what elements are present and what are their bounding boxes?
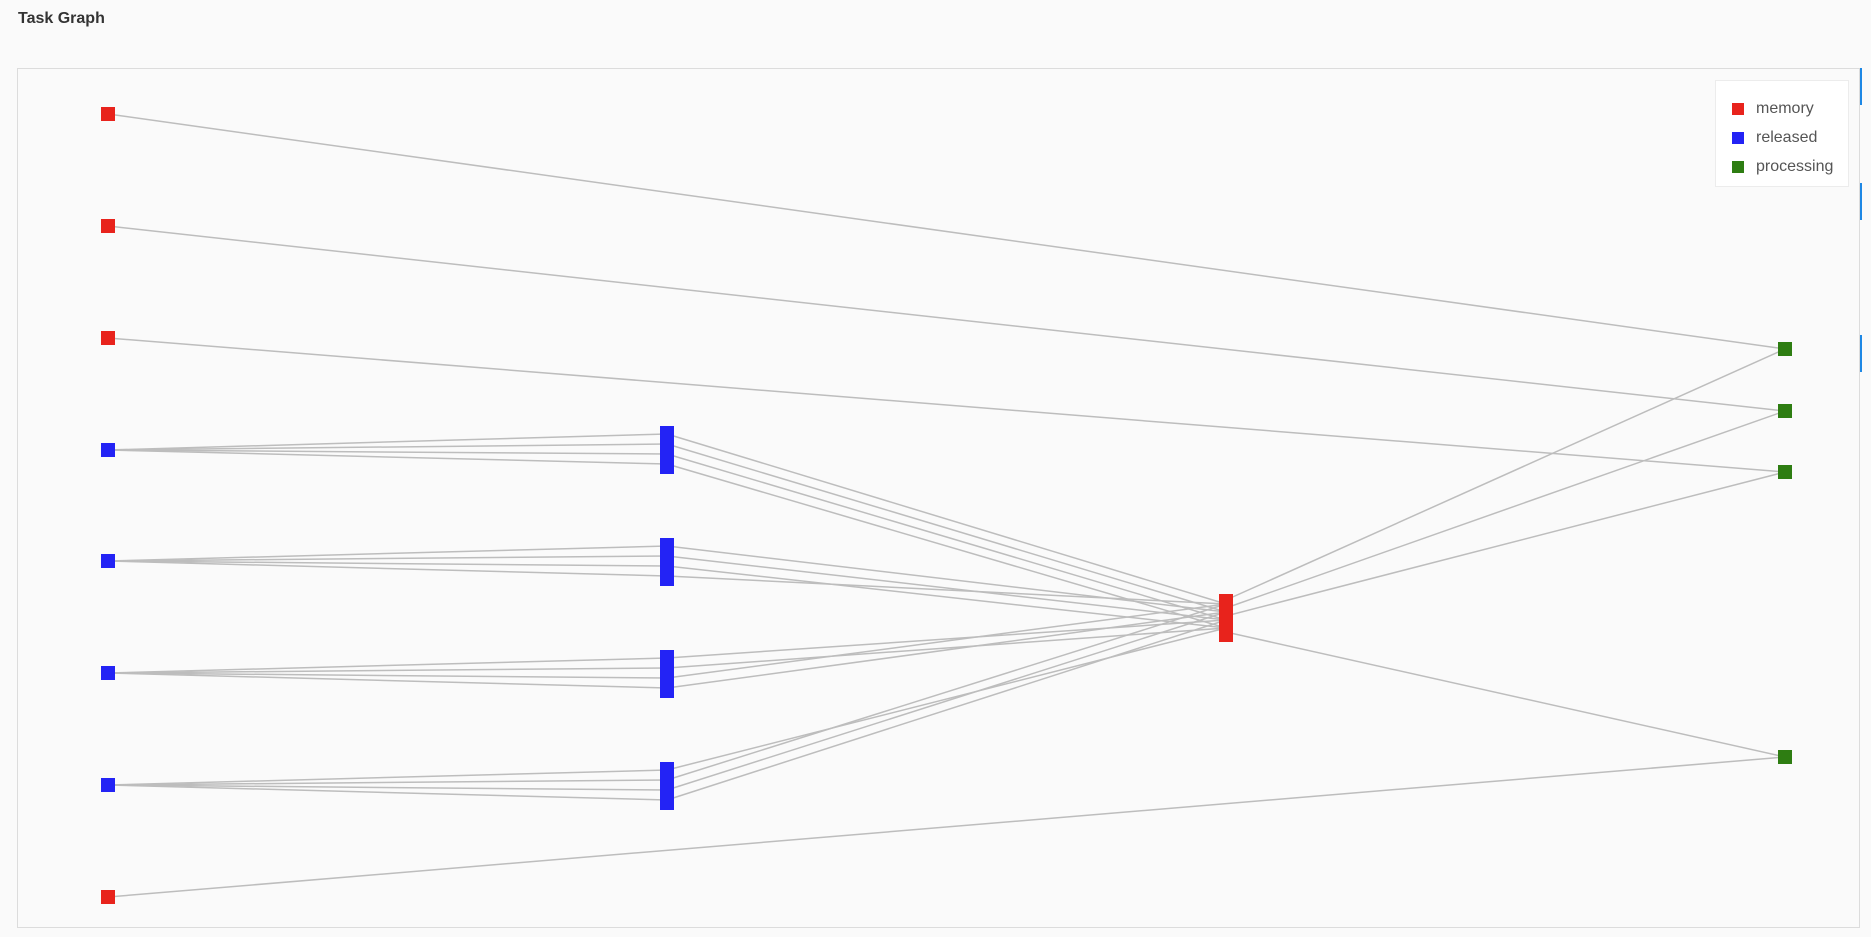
scroll-indicator-top	[1860, 68, 1862, 105]
edge-a2-d2	[107, 225, 1786, 412]
task-node-memory[interactable]	[1219, 594, 1233, 642]
task-node-released[interactable]	[101, 443, 115, 457]
task-graph-panel[interactable]	[17, 68, 1860, 928]
task-node-released[interactable]	[101, 666, 115, 680]
edge-b2-c1-3	[666, 575, 1227, 605]
task-node-released[interactable]	[101, 778, 115, 792]
edge-a6-b3-1	[107, 667, 668, 674]
scroll-indicator-middle	[1860, 183, 1862, 220]
task-node-memory[interactable]	[101, 219, 115, 233]
task-node-processing[interactable]	[1778, 465, 1792, 479]
edge-b2-c1-2	[666, 565, 1227, 629]
legend: memory released processing	[1715, 80, 1849, 187]
edge-a4-b1-3	[107, 449, 668, 465]
edge-b2-c1-0	[666, 545, 1227, 613]
edge-a6-b3-2	[107, 672, 668, 679]
legend-item-memory[interactable]: memory	[1732, 94, 1848, 123]
released-swatch	[1732, 131, 1744, 144]
edge-a4-b1-0	[107, 433, 668, 451]
task-node-released[interactable]	[101, 554, 115, 568]
memory-swatch	[1732, 102, 1744, 115]
task-node-memory[interactable]	[101, 331, 115, 345]
edge-b2-c1-1	[666, 555, 1227, 621]
task-node-released[interactable]	[660, 538, 674, 586]
edge-a5-b2-0	[107, 545, 668, 562]
edge-b1-c1-0	[666, 433, 1227, 605]
edge-a8-d4	[107, 756, 1786, 898]
legend-label-released: released	[1756, 128, 1818, 146]
edge-a5-b2-1	[107, 555, 668, 562]
edge-a5-b2-3	[107, 560, 668, 577]
edge-b3-c1-0	[666, 619, 1227, 659]
task-node-memory[interactable]	[101, 890, 115, 904]
edge-b4-c1-3	[666, 619, 1227, 801]
edge-c1-d1	[1225, 348, 1786, 601]
edge-b1-c1-3	[666, 463, 1227, 629]
edge-b4-c1-0	[666, 627, 1227, 771]
edge-b3-c1-3	[666, 611, 1227, 689]
task-node-memory[interactable]	[101, 107, 115, 121]
page-title: Task Graph	[18, 10, 105, 27]
edge-a4-b1-1	[107, 443, 668, 451]
edge-layer	[107, 113, 1786, 898]
edge-a4-b1-2	[107, 449, 668, 455]
edge-a6-b3-0	[107, 657, 668, 674]
edge-b3-c1-2	[666, 603, 1227, 679]
edge-a7-b4-2	[107, 784, 668, 791]
processing-swatch	[1732, 160, 1744, 173]
task-node-released[interactable]	[660, 426, 674, 474]
edge-a3-d3	[107, 337, 1786, 473]
edge-a1-d1	[107, 113, 1786, 350]
node-layer	[101, 107, 1792, 904]
legend-label-memory: memory	[1756, 99, 1814, 117]
edge-c1-d3	[1225, 471, 1786, 617]
edge-b4-c1-2	[666, 611, 1227, 791]
task-node-released[interactable]	[660, 650, 674, 698]
task-node-released[interactable]	[660, 762, 674, 810]
edge-b3-c1-1	[666, 627, 1227, 669]
legend-item-released[interactable]: released	[1732, 123, 1848, 152]
edge-b1-c1-2	[666, 453, 1227, 621]
legend-item-processing[interactable]: processing	[1732, 152, 1848, 181]
edge-a5-b2-2	[107, 560, 668, 567]
legend-label-processing: processing	[1756, 157, 1834, 175]
edge-a7-b4-1	[107, 779, 668, 786]
edge-b4-c1-1	[666, 603, 1227, 781]
edge-a6-b3-3	[107, 672, 668, 689]
edge-c1-d4	[1225, 631, 1786, 758]
task-node-processing[interactable]	[1778, 750, 1792, 764]
edge-b1-c1-1	[666, 443, 1227, 613]
task-node-processing[interactable]	[1778, 404, 1792, 418]
edge-a7-b4-3	[107, 784, 668, 801]
scroll-indicator-bottom	[1860, 335, 1862, 372]
task-node-processing[interactable]	[1778, 342, 1792, 356]
edge-a7-b4-0	[107, 769, 668, 786]
edge-c1-d2	[1225, 410, 1786, 609]
